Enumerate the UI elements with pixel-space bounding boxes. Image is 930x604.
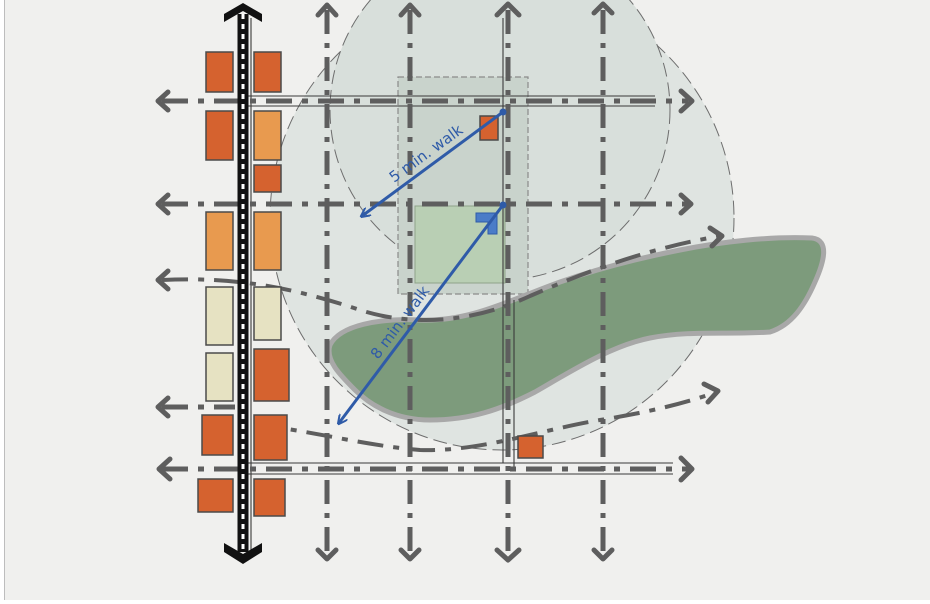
- destination-building: [517, 435, 544, 459]
- building-block: [205, 51, 234, 93]
- building-block: [253, 164, 282, 193]
- building-block: [201, 414, 234, 456]
- building-block: [253, 51, 282, 93]
- horizontal-streets: [162, 98, 690, 472]
- 5-minute-walk-origin: [499, 108, 507, 116]
- park-greenway: [326, 235, 827, 423]
- curved-streets: [161, 234, 721, 453]
- vertical-streets: [324, 10, 606, 552]
- building-blocks: [197, 51, 290, 517]
- building-block: [253, 211, 282, 271]
- 8-minute-walk-arrow: [339, 204, 505, 423]
- 5-minute-walk-arrow: [362, 110, 504, 216]
- building-block: [253, 414, 288, 461]
- building-block: [205, 211, 234, 271]
- horizontal-street-arrowheads: [155, 88, 725, 483]
- building-block: [253, 478, 286, 517]
- building-block: [205, 110, 234, 161]
- building-block: [253, 286, 282, 341]
- building-block: [253, 110, 282, 161]
- building-block: [205, 286, 234, 346]
- street-centerlines: [238, 18, 673, 553]
- transit-direction-bottom-arrow: [224, 543, 262, 564]
- building-block: [253, 348, 290, 402]
- transit-direction-top-arrow: [224, 3, 262, 22]
- building-block: [197, 478, 234, 513]
- vertical-street-arrowheads: [315, 1, 615, 563]
- building-block: [205, 352, 234, 402]
- 8-minute-walk-origin: [499, 201, 507, 209]
